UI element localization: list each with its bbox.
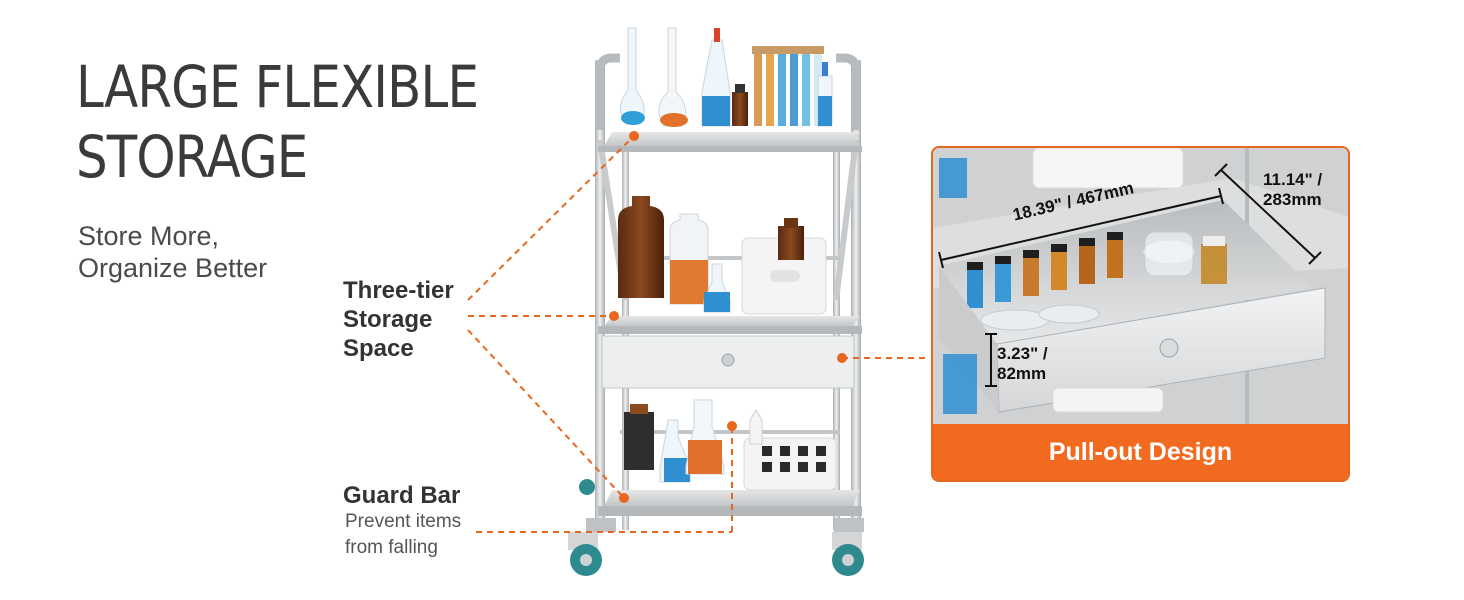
headline-line-2: STORAGE [76, 123, 308, 191]
guard-bar-desc-line-2: from falling [345, 537, 438, 558]
guard-bar-title: Guard Bar [343, 482, 461, 509]
three-tier-line-1: Three-tier [343, 277, 454, 304]
leader-dots [609, 131, 847, 503]
guard-bar-desc-line-1: Prevent items [345, 511, 462, 532]
pull-out-design-banner: Pull-out Design [933, 424, 1348, 480]
top-shelf [598, 27, 862, 152]
middle-shelf [598, 196, 862, 334]
dimension-lines [938, 163, 1322, 387]
drawer-depth-dimension: 11.14" / 283mm [1263, 170, 1322, 210]
drawer-closeup [933, 148, 1348, 428]
drawer-height-line-2: 82mm [997, 364, 1047, 383]
drawer-height-dimension: 3.23" / 82mm [997, 344, 1048, 384]
drawer-depth-line-1: 11.14" / [1263, 170, 1323, 189]
leader-lines [467, 135, 930, 533]
three-tier-line-3: Space [343, 335, 414, 362]
bottom-shelf [598, 399, 862, 516]
pull-out-detail-panel: 18.39" / 467mm 11.14" / 283mm 3.23" / 82… [931, 146, 1350, 482]
drawer-depth-line-2: 283mm [1263, 190, 1322, 209]
drawer-height-line-1: 3.23" / [997, 344, 1048, 363]
guard-bar-description: Prevent items from falling [345, 509, 461, 561]
three-tier-callout: Three-tier Storage Space [343, 276, 454, 363]
subheadline-line-2: Organize Better [78, 253, 268, 283]
headline-line-1: LARGE FLEXIBLE [76, 53, 479, 121]
drawer [601, 335, 855, 389]
casters [568, 479, 864, 576]
subheadline-line-1: Store More, [78, 221, 220, 251]
headline: LARGE FLEXIBLE STORAGE [76, 52, 479, 192]
subheadline: Store More, Organize Better [78, 220, 267, 284]
three-tier-line-2: Storage [343, 306, 433, 333]
